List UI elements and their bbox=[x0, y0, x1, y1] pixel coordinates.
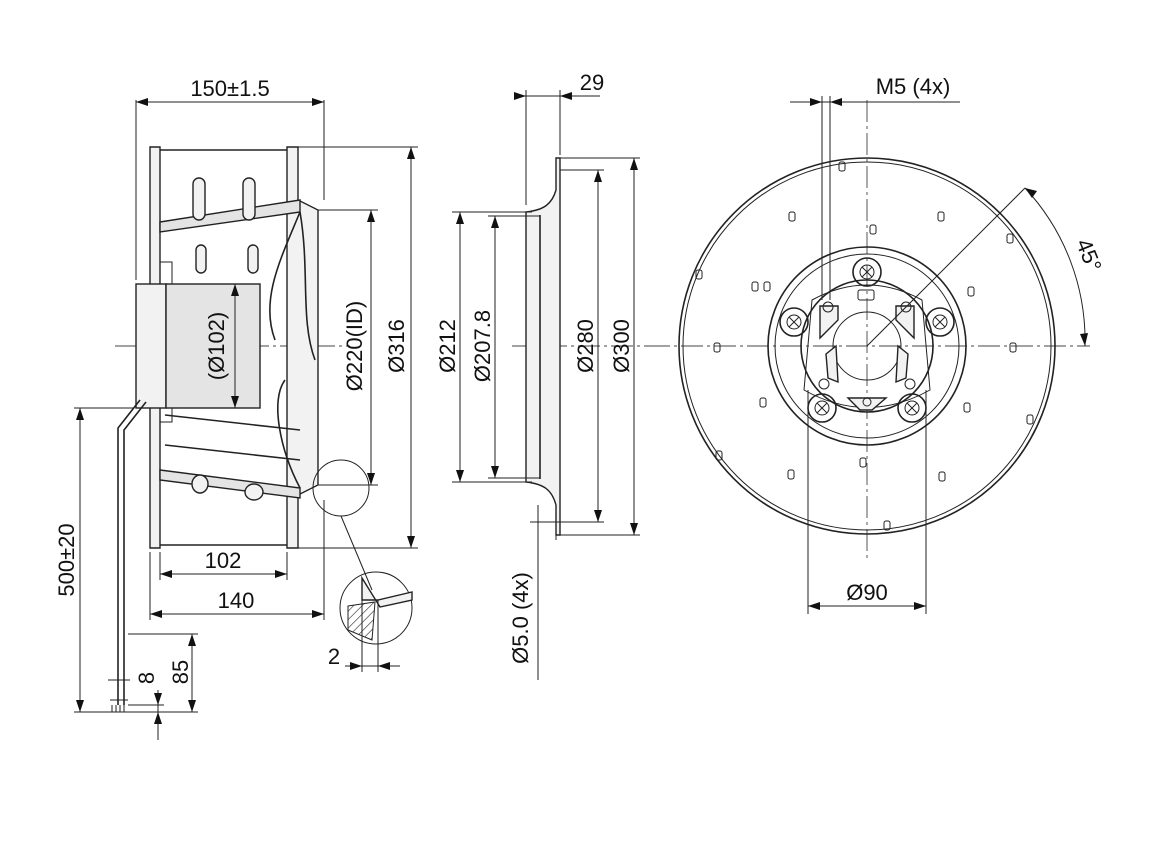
dim-212: Ø212 bbox=[435, 319, 460, 373]
front-view: M5 (4x) 45° Ø90 bbox=[648, 74, 1107, 614]
outer-disc bbox=[678, 157, 1056, 535]
dim-140: 140 bbox=[218, 588, 255, 613]
detail-view bbox=[339, 571, 413, 645]
lower-blade bbox=[159, 469, 301, 499]
side-view: 150±1.5 (Ø102) Ø220(ID) Ø316 102 14 bbox=[54, 76, 418, 740]
dim-2: 2 bbox=[328, 644, 340, 669]
dim-m5: M5 (4x) bbox=[876, 74, 951, 99]
slot bbox=[195, 244, 207, 274]
hub-ring-inner bbox=[800, 279, 934, 413]
hub-bore bbox=[832, 311, 902, 381]
bolt-boss bbox=[779, 307, 809, 337]
dim-holes: Ø5.0 (4x) bbox=[508, 572, 533, 664]
dim-500: 500±20 bbox=[54, 523, 79, 596]
motor-cap bbox=[135, 283, 167, 409]
motor-body bbox=[165, 283, 261, 409]
dim-inlet: Ø220(ID) bbox=[342, 301, 367, 391]
dim-hub: Ø90 bbox=[846, 580, 888, 605]
dim-280: Ø280 bbox=[573, 319, 598, 373]
slot bbox=[242, 177, 256, 221]
section-view: 29 Ø212 Ø207.8 Ø280 Ø300 Ø5.0 (4x) bbox=[435, 70, 650, 680]
slot bbox=[192, 177, 206, 221]
dim-300: Ø300 bbox=[609, 319, 634, 373]
dim-102: 102 bbox=[205, 548, 242, 573]
dim-29: 29 bbox=[580, 70, 604, 95]
dim-150: 150±1.5 bbox=[190, 76, 269, 101]
dim-8: 8 bbox=[134, 672, 159, 684]
slot bbox=[247, 244, 259, 274]
hub-ring-outer bbox=[767, 246, 967, 446]
dim-motor: (Ø102) bbox=[204, 312, 229, 380]
rivet bbox=[244, 483, 264, 501]
detail-marker bbox=[312, 459, 370, 517]
balance-clips bbox=[695, 161, 1034, 531]
upper-blade bbox=[159, 199, 301, 233]
bolt-boss bbox=[852, 257, 882, 287]
dim-207: Ø207.8 bbox=[470, 310, 495, 382]
rivet bbox=[191, 474, 209, 494]
dim-angle: 45° bbox=[1071, 235, 1107, 275]
dim-85: 85 bbox=[168, 660, 193, 684]
bolt-boss bbox=[925, 307, 955, 337]
dim-316: Ø316 bbox=[384, 319, 409, 373]
